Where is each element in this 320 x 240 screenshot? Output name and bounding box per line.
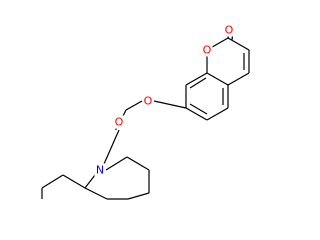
bond-c4a-c8a bbox=[206, 72, 229, 86]
bond-c8aq-c4aq bbox=[84, 187, 108, 200]
bond-c-amide-n bbox=[103, 129, 120, 165]
atom-mask-amide-o bbox=[113, 115, 125, 129]
bond-n-c2q bbox=[105, 156, 128, 171]
bond-c8aq-c8q bbox=[62, 174, 86, 189]
structure-diagram: O O O O N bbox=[41, 23, 250, 200]
atom-mask-ether-o bbox=[142, 94, 154, 108]
atom-ring-o: O bbox=[203, 44, 212, 57]
bond-c5-c6 bbox=[206, 107, 229, 121]
bond-layer bbox=[41, 29, 250, 200]
atom-mask-carbonyl-o bbox=[223, 23, 235, 37]
bond-n-c8aq bbox=[84, 174, 96, 189]
bond-c6-c7 bbox=[185, 107, 208, 121]
bond-c8-c8a-double bbox=[189, 77, 207, 89]
bond-o-ether-ch2 bbox=[125, 100, 143, 111]
atom-ether-o: O bbox=[144, 95, 153, 108]
bond-c4q-c4aq bbox=[127, 192, 150, 200]
bond-c8-c8a bbox=[185, 72, 208, 86]
bond-c2-c3 bbox=[227, 37, 250, 51]
atom-amide-o: O bbox=[115, 116, 124, 129]
bond-c4-c4a bbox=[227, 72, 250, 86]
bond-c2q-c3q bbox=[126, 156, 150, 171]
atom-carbonyl-o-ring: O bbox=[225, 24, 234, 37]
bond-c8q-c7q bbox=[41, 174, 64, 189]
molecule-canvas: O O O O N bbox=[41, 23, 250, 200]
atom-layer: O O O O N bbox=[94, 23, 235, 177]
atom-mask-amide-n bbox=[94, 163, 106, 177]
bond-c6-c7-double bbox=[189, 103, 208, 115]
atom-amide-n: N bbox=[96, 164, 104, 177]
atom-mask-ring-o bbox=[201, 43, 213, 57]
bond-c7-o-ether bbox=[153, 100, 187, 109]
